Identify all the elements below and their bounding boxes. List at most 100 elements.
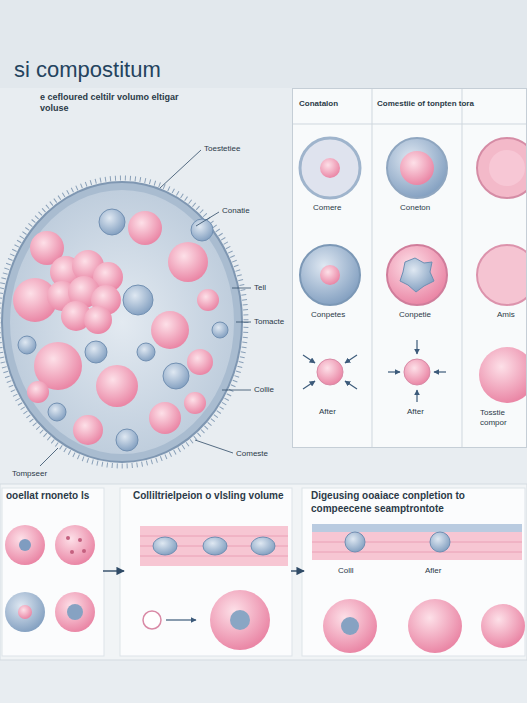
- tissue-band: [341, 617, 359, 635]
- state-label: Conpetie: [399, 310, 454, 320]
- organelle-pink: [184, 392, 206, 414]
- tissue-band: [408, 599, 462, 653]
- cell-body: [10, 190, 234, 454]
- organelle-blue: [99, 209, 125, 235]
- organelle-pink: [168, 242, 208, 282]
- part-label: Tell: [254, 283, 288, 293]
- pressure-arrow: [303, 340, 446, 402]
- organelle-pink: [73, 415, 103, 445]
- organelle-pink: [13, 211, 219, 445]
- part-label: Tomacte: [254, 317, 290, 327]
- cell-state-circle: [387, 245, 447, 305]
- leader-line: [195, 440, 233, 453]
- tissue-band: [210, 590, 270, 650]
- process-panel-ground: [0, 484, 527, 660]
- box-heading: Conatalon: [299, 99, 373, 109]
- box-heading: Digeusing ooaiace conpletion to compeece…: [311, 490, 519, 515]
- header-band: [0, 0, 527, 88]
- tissue-band: [430, 532, 450, 552]
- pressure-arrow: [303, 355, 315, 363]
- pressure-arrow: [434, 371, 446, 372]
- comparison-panel: ConatalonComestiie of tonpten tora: [292, 88, 527, 448]
- organelle-blue: [123, 285, 153, 315]
- part-label: Conatie: [222, 206, 272, 216]
- process-section: Digeusing ooaiace conpletion to compeece…: [305, 486, 525, 656]
- tissue-band: [251, 537, 275, 555]
- part-label: Collie: [254, 385, 290, 395]
- tissue-band: [345, 532, 365, 552]
- cell-state-circle: [477, 138, 527, 198]
- process-section: ooellat rnoneto ls: [2, 486, 102, 656]
- pressure-arrow: [345, 381, 357, 389]
- diagram-title: si compostitum: [14, 56, 334, 84]
- cell-body: [0, 178, 246, 466]
- pressure-arrow: [303, 381, 315, 389]
- cell-state-circle: [300, 245, 360, 305]
- tissue-band: [143, 611, 161, 629]
- organelle-blue: [18, 336, 36, 354]
- state-label: Amis: [497, 310, 525, 320]
- box-heading: ooellat rnoneto ls: [6, 490, 98, 503]
- organelle-pink: [149, 402, 181, 434]
- cell-state-circle: [477, 245, 527, 305]
- cell-state-circle: [320, 158, 340, 178]
- tissue-band: [140, 556, 288, 557]
- subtitle: e cefloured celtilr volumo eltigar volus…: [40, 92, 190, 115]
- state-label: Comere: [313, 203, 363, 213]
- state-label: Coneton: [400, 203, 450, 213]
- state-label: After: [319, 407, 359, 417]
- organelle-blue: [137, 343, 155, 361]
- cell-state-circle: [404, 359, 430, 385]
- cell-sample: [70, 550, 74, 554]
- organelle-pink: [128, 211, 162, 245]
- tissue-band: [312, 524, 522, 532]
- organelle-pink: [96, 365, 138, 407]
- cell-sample: [18, 605, 32, 619]
- cell-sample: [66, 536, 70, 540]
- leader-line: [222, 390, 251, 391]
- step-label: Colll: [338, 566, 378, 576]
- cell-sample: [82, 549, 86, 553]
- state-label: After: [407, 407, 447, 417]
- tissue-band: [166, 619, 196, 620]
- leader-line: [236, 322, 251, 323]
- process-section: Colliltrielpeion o vlsling volume: [125, 486, 290, 656]
- box-heading: Colliltrielpeion o vlsling volume: [133, 490, 285, 503]
- flow-arrow: [291, 570, 304, 571]
- tissue-band: [312, 552, 522, 553]
- flow-arrow: [103, 570, 124, 571]
- leader-line: [232, 288, 251, 289]
- process-panel-ground: [302, 488, 525, 656]
- organelle-blue: [163, 363, 189, 389]
- state-label: Conpetes: [311, 310, 366, 320]
- tissue-band: [481, 604, 525, 648]
- organelle-blue: [85, 341, 107, 363]
- tissue-band: [140, 524, 525, 653]
- pressure-arrow: [388, 371, 400, 372]
- leader-line: [196, 212, 219, 226]
- organelle-pink: [197, 289, 219, 311]
- state-label: Tosstie compor: [480, 408, 524, 428]
- organelle-pink: [187, 349, 213, 375]
- organelle-pink: [151, 311, 189, 349]
- organelle-pink: [27, 381, 49, 403]
- part-label: Toestetiee: [204, 144, 264, 154]
- cell-sample: [55, 592, 95, 632]
- organelle-blue: [48, 403, 66, 421]
- tissue-band: [140, 536, 288, 537]
- leader-line: [40, 150, 251, 466]
- part-label: Tompseer: [12, 469, 72, 479]
- process-panel-ground: [2, 488, 104, 656]
- tissue-band: [312, 524, 522, 560]
- cell-sample: [19, 539, 31, 551]
- cell-sample: [78, 538, 82, 542]
- organelle-blue: [18, 209, 228, 451]
- cell-body: [0, 178, 246, 466]
- cell-state-circle: [400, 151, 434, 185]
- cell-sample: [67, 604, 83, 620]
- cell-state-circle: [489, 150, 525, 186]
- nucleus-cluster: [84, 306, 112, 334]
- tissue-band: [203, 537, 227, 555]
- tissue-band: [153, 537, 177, 555]
